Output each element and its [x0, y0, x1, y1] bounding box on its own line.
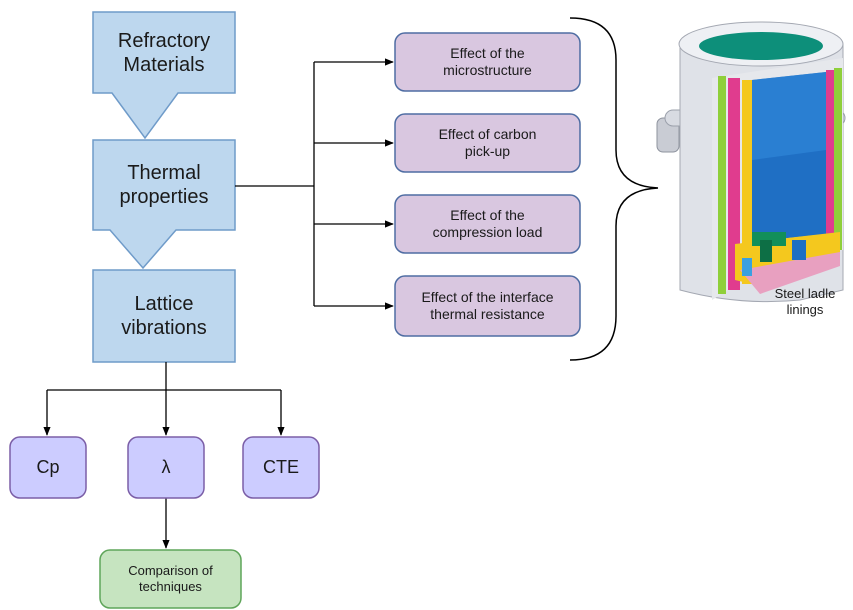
effects-connector — [235, 58, 394, 310]
effect-label-interface-resistance: Effect of the interface thermal resistan… — [421, 289, 554, 322]
effect-label-microstructure: Effect of the microstructure — [443, 45, 532, 78]
properties-connector — [43, 362, 285, 549]
ladle-caption: Steel ladle linings — [774, 286, 836, 317]
refractory-materials-box — [92, 11, 236, 140]
effect-label-compression-load: Effect of the compression load — [432, 207, 543, 240]
steel-ladle-illustration — [656, 21, 846, 303]
cp-label: Cp — [36, 456, 60, 477]
cp-box — [9, 436, 87, 499]
curly-brace — [569, 17, 659, 361]
lambda-label: λ — [161, 456, 171, 477]
thermal-properties-box — [92, 139, 236, 270]
cte-label: CTE — [263, 456, 299, 477]
lattice-vibrations-box — [92, 269, 236, 363]
effect-box-interface-resistance — [394, 275, 581, 337]
comparison-label: Comparison of techniques — [128, 563, 213, 594]
effect-label-carbon-pickup: Effect of carbon pick-up — [438, 126, 537, 159]
refractory-materials-label: Refractory Materials — [117, 30, 211, 76]
effect-box-microstructure — [394, 32, 581, 92]
thermal-properties-label: Thermal properties — [119, 162, 209, 208]
lattice-vibrations-label: Lattice vibrations — [121, 293, 207, 339]
comparison-box — [99, 549, 242, 609]
cte-box — [242, 436, 320, 499]
lambda-box — [127, 436, 205, 499]
effect-box-carbon-pickup — [394, 113, 581, 173]
effect-box-compression-load — [394, 194, 581, 254]
